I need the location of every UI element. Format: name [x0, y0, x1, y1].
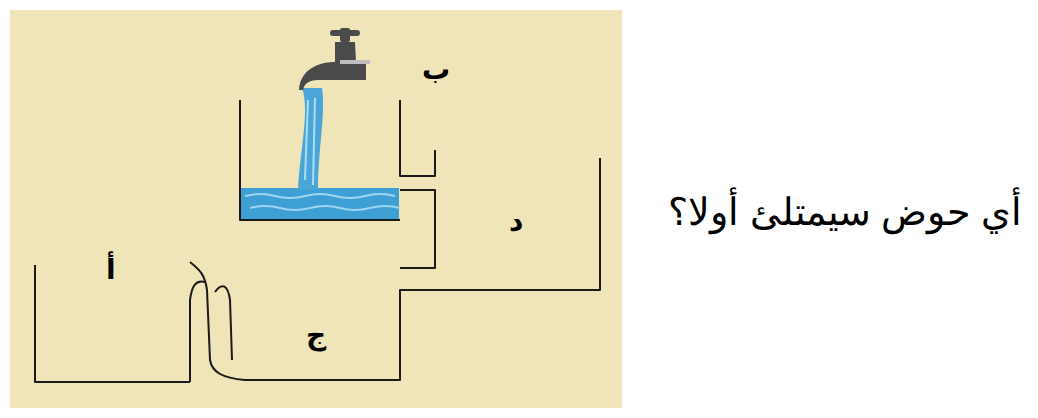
water-stream	[298, 88, 323, 190]
basin-letter: ب	[422, 56, 450, 84]
basin-letter: أ	[106, 256, 116, 284]
question-title: أي حوض سيمتلئ أولا؟	[668, 190, 1022, 236]
faucet	[299, 28, 370, 90]
basin-letter: ج	[306, 321, 326, 349]
water	[241, 188, 399, 219]
basin-letter: د	[509, 208, 523, 236]
stream-highlights	[305, 98, 315, 185]
panel-ground	[10, 10, 622, 408]
water-ripples	[245, 194, 400, 210]
